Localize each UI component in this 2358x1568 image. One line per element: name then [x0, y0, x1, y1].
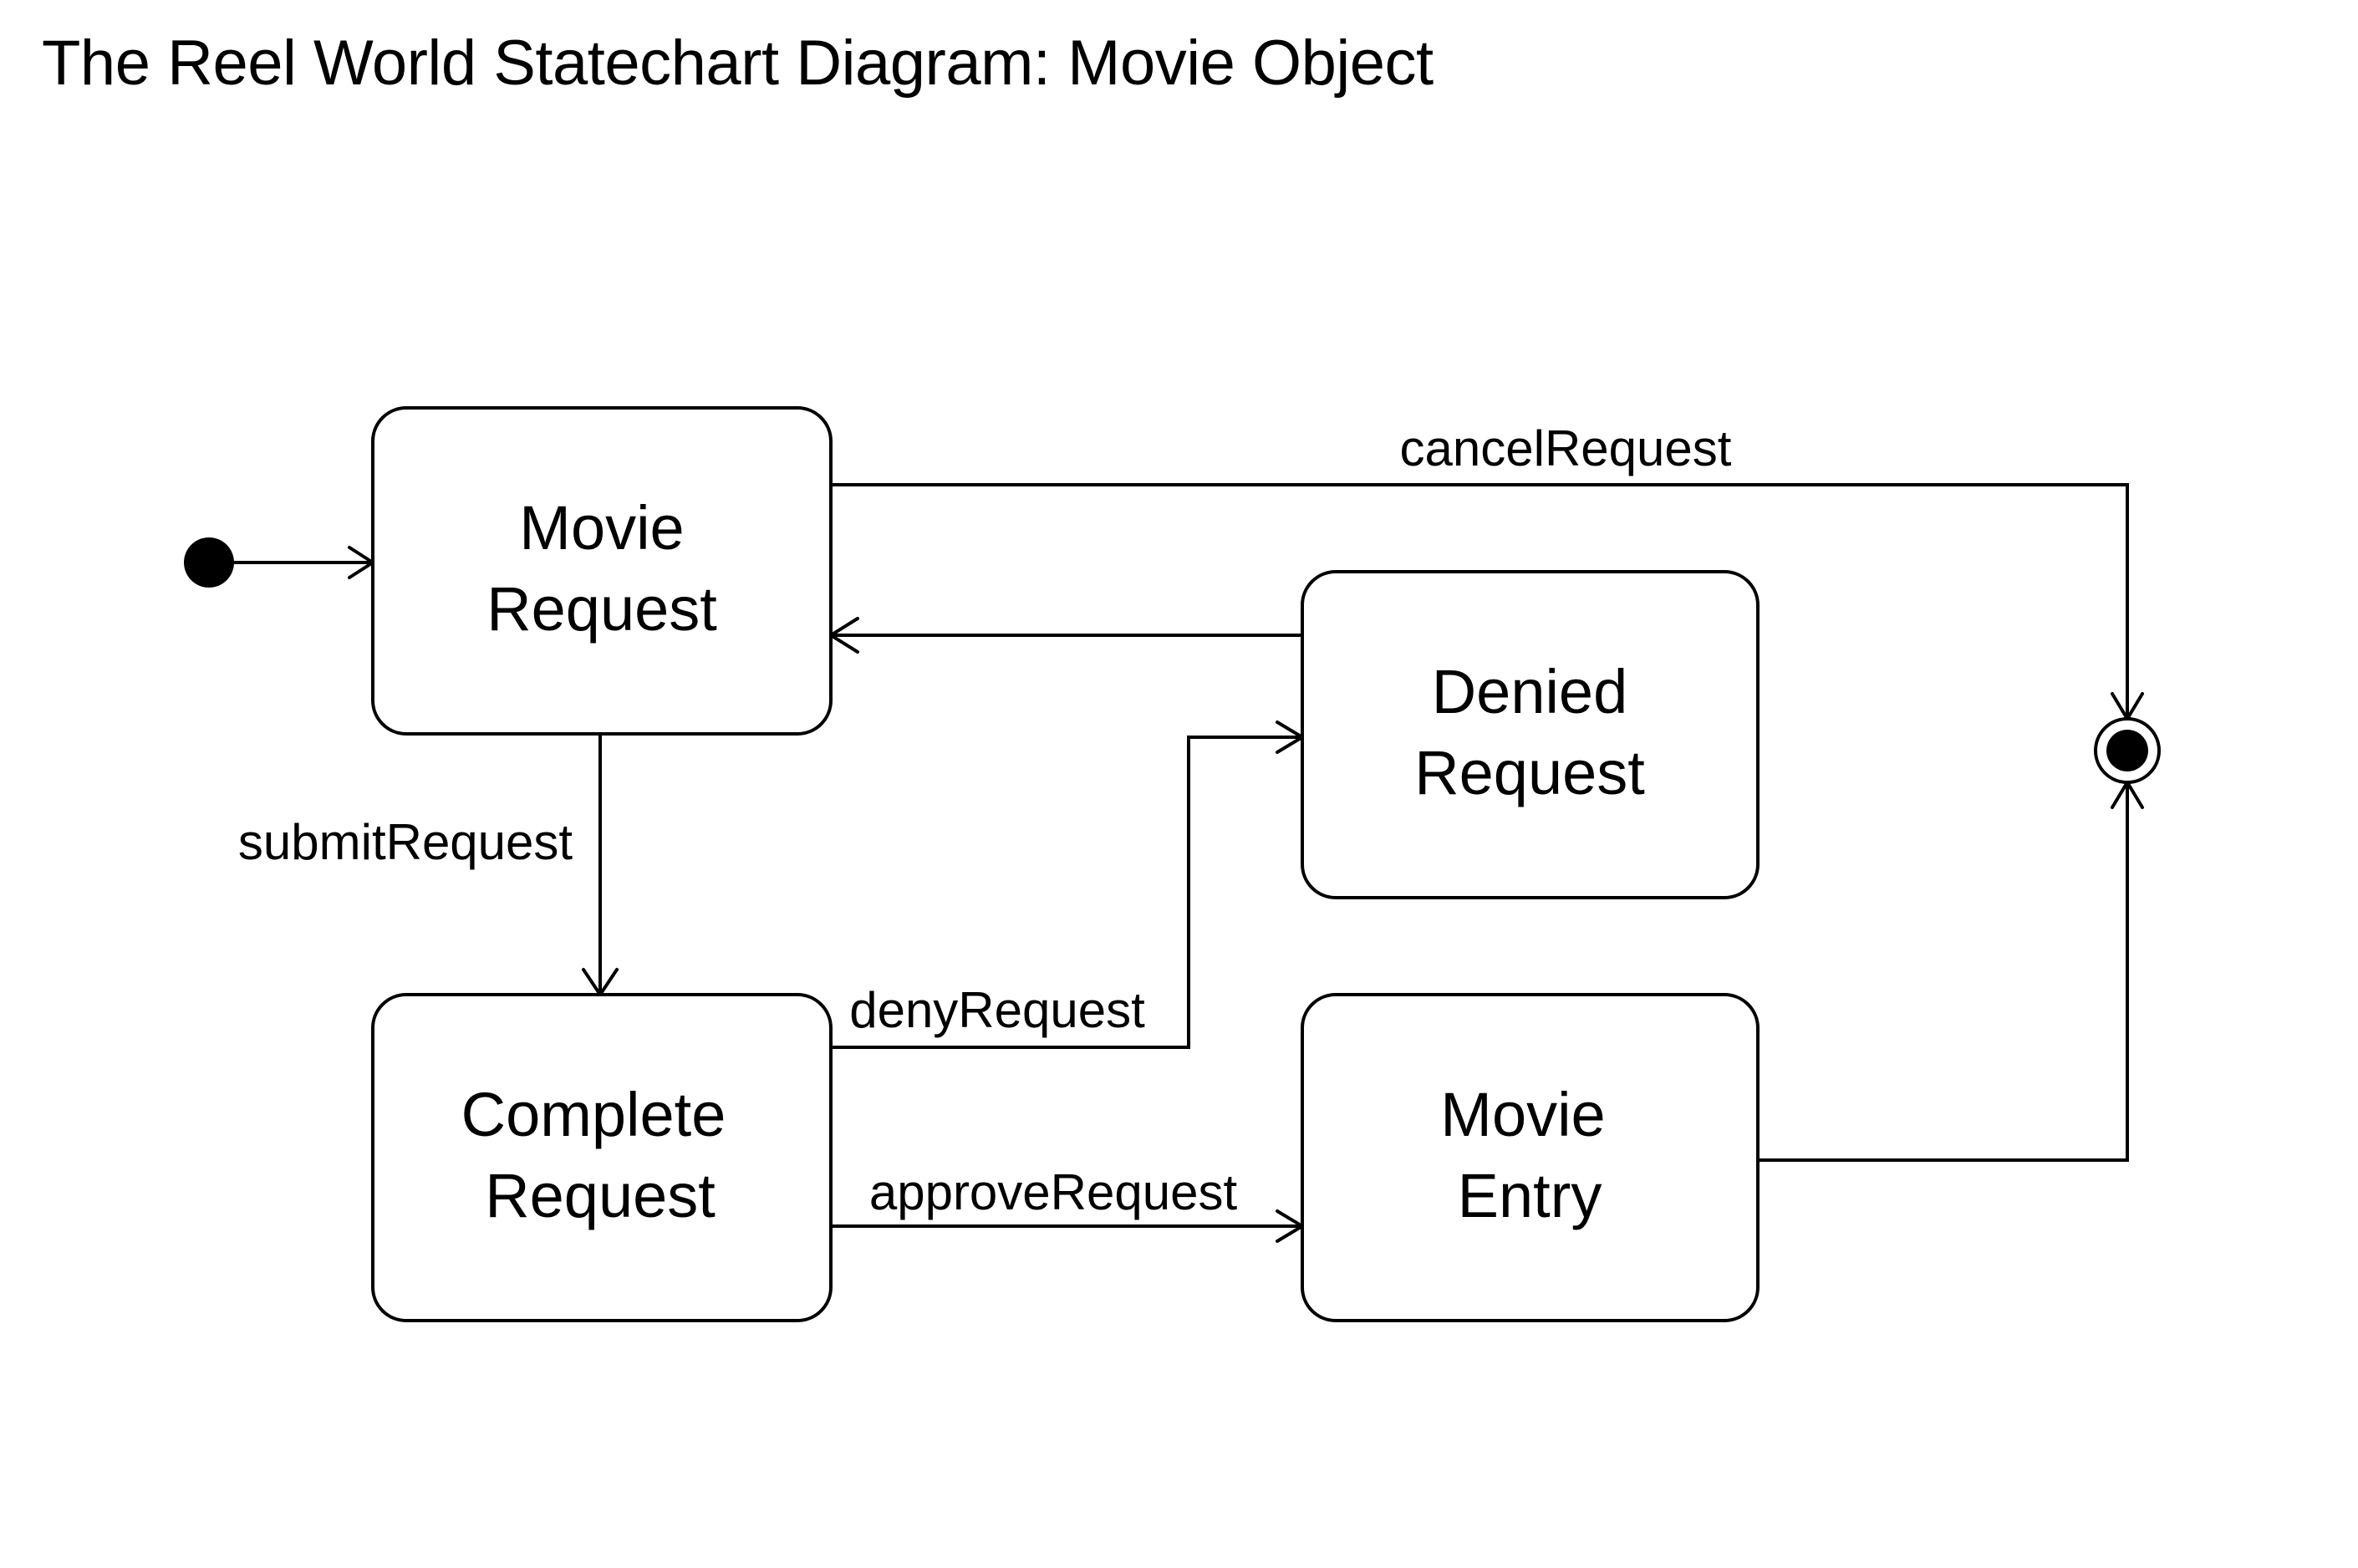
state-movie-request: Movie Request [371, 406, 833, 736]
submit-request-label: submitRequest [238, 814, 573, 870]
state-denied-request-line-2: Request [1414, 738, 1645, 807]
state-movie-request-line-1: Movie [519, 493, 684, 563]
state-complete-request: Complete Request [371, 993, 833, 1322]
state-denied-request-line-1: Denied [1432, 657, 1628, 726]
diagram-title: The Reel World Statechart Diagram: Movie… [42, 28, 1434, 99]
cancel-request-edge [831, 483, 2129, 719]
state-complete-request-line-1: Complete [461, 1080, 726, 1149]
final-state-node [2094, 717, 2161, 784]
movie-entry-to-final-edge [1758, 782, 2129, 1162]
state-movie-entry: Movie Entry [1301, 993, 1760, 1322]
state-movie-entry-line-2: Entry [1458, 1161, 1602, 1230]
deny-request-label: denyRequest [849, 982, 1145, 1038]
initial-state-node [184, 537, 234, 588]
deny-request-edge [831, 736, 1302, 1049]
cancel-request-label: cancelRequest [1400, 420, 1732, 476]
state-denied-request: Denied Request [1301, 570, 1760, 899]
approve-request-label: approveRequest [869, 1164, 1238, 1220]
state-movie-entry-line-1: Movie [1440, 1080, 1605, 1149]
state-complete-request-line-2: Request [485, 1161, 716, 1230]
state-movie-request-line-2: Request [486, 574, 717, 644]
